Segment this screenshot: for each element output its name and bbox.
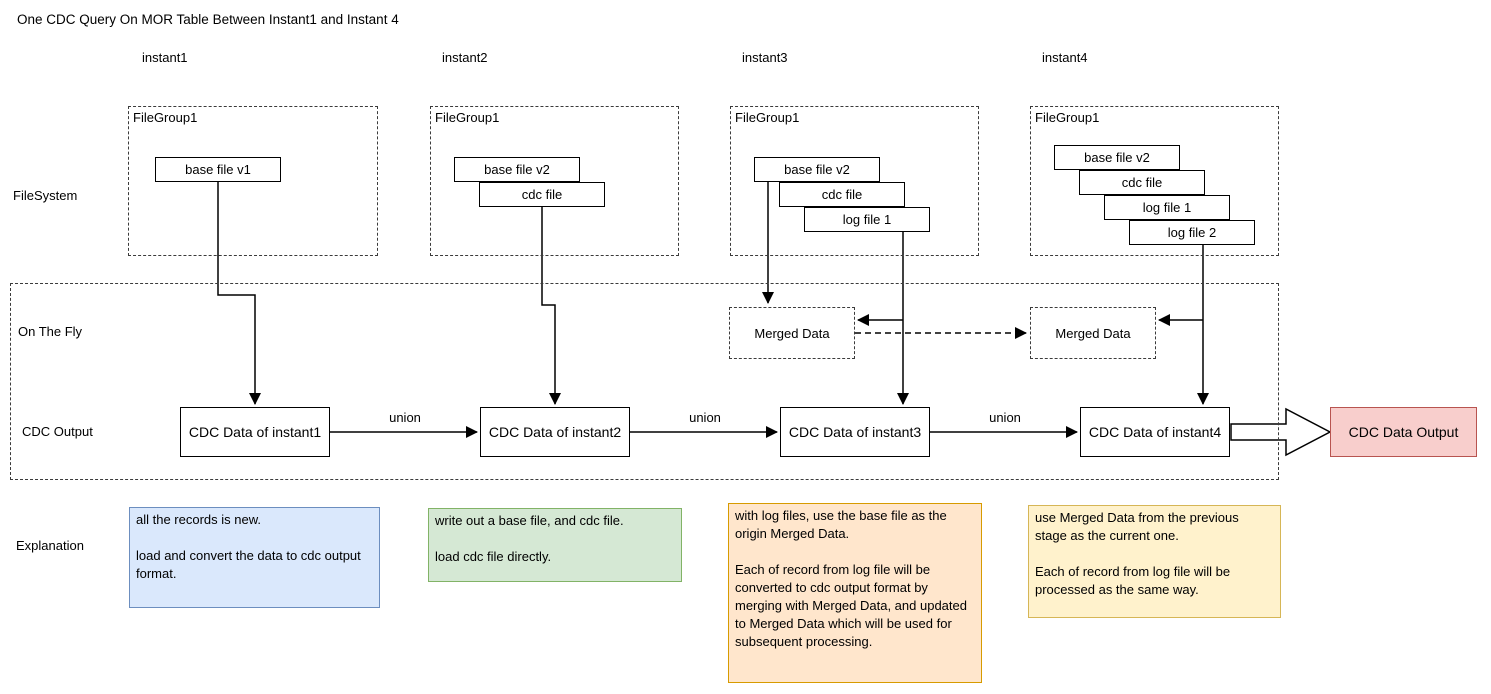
filegroup-label: FileGroup1 xyxy=(133,110,198,125)
file-box-cdc-file: cdc file xyxy=(779,182,905,207)
file-box-cdc-file: cdc file xyxy=(479,182,605,207)
explanation-box-instant1: all the records is new. load and convert… xyxy=(129,507,380,608)
union-label-3: union xyxy=(989,410,1021,425)
explanation-box-instant3: with log files, use the base file as the… xyxy=(728,503,982,683)
cdc-data-box-instant2: CDC Data of instant2 xyxy=(480,407,630,457)
filegroup-box-instant4: FileGroup1 xyxy=(1030,106,1279,256)
cdc-data-box-instant3: CDC Data of instant3 xyxy=(780,407,930,457)
merged-data-box-instant4: Merged Data xyxy=(1030,307,1156,359)
row-label-explanation: Explanation xyxy=(16,538,84,553)
filegroup-label: FileGroup1 xyxy=(735,110,800,125)
union-label-2: union xyxy=(689,410,721,425)
column-header-instant2: instant2 xyxy=(442,50,488,65)
column-header-instant3: instant3 xyxy=(742,50,788,65)
on-the-fly-container xyxy=(10,283,1279,480)
diagram-title: One CDC Query On MOR Table Between Insta… xyxy=(17,12,399,27)
cdc-data-output-box: CDC Data Output xyxy=(1330,407,1477,457)
cdc-data-box-instant1: CDC Data of instant1 xyxy=(180,407,330,457)
filegroup-label: FileGroup1 xyxy=(1035,110,1100,125)
explanation-box-instant2: write out a base file, and cdc file. loa… xyxy=(428,508,682,582)
explanation-box-instant4: use Merged Data from the previous stage … xyxy=(1028,505,1281,618)
union-label-1: union xyxy=(389,410,421,425)
merged-data-box-instant3: Merged Data xyxy=(729,307,855,359)
row-label-filesystem: FileSystem xyxy=(13,188,78,203)
row-label-on-the-fly: On The Fly xyxy=(18,324,83,339)
filegroup-box-instant1: FileGroup1 xyxy=(128,106,378,256)
filegroup-label: FileGroup1 xyxy=(435,110,500,125)
column-header-instant4: instant4 xyxy=(1042,50,1088,65)
file-box-log-file-2: log file 2 xyxy=(1129,220,1255,245)
filegroup-box-instant2: FileGroup1 xyxy=(430,106,679,256)
cdc-data-box-instant4: CDC Data of instant4 xyxy=(1080,407,1230,457)
file-box-base-file-v2: base file v2 xyxy=(754,157,880,182)
column-header-instant1: instant1 xyxy=(142,50,188,65)
filegroup-box-instant3: FileGroup1 xyxy=(730,106,979,256)
file-box-log-file-1: log file 1 xyxy=(1104,195,1230,220)
row-label-cdc-output: CDC Output xyxy=(22,424,93,439)
file-box-cdc-file: cdc file xyxy=(1079,170,1205,195)
file-box-base-file-v2: base file v2 xyxy=(454,157,580,182)
file-box-base-file-v1: base file v1 xyxy=(155,157,281,182)
file-box-log-file-1: log file 1 xyxy=(804,207,930,232)
file-box-base-file-v2: base file v2 xyxy=(1054,145,1180,170)
